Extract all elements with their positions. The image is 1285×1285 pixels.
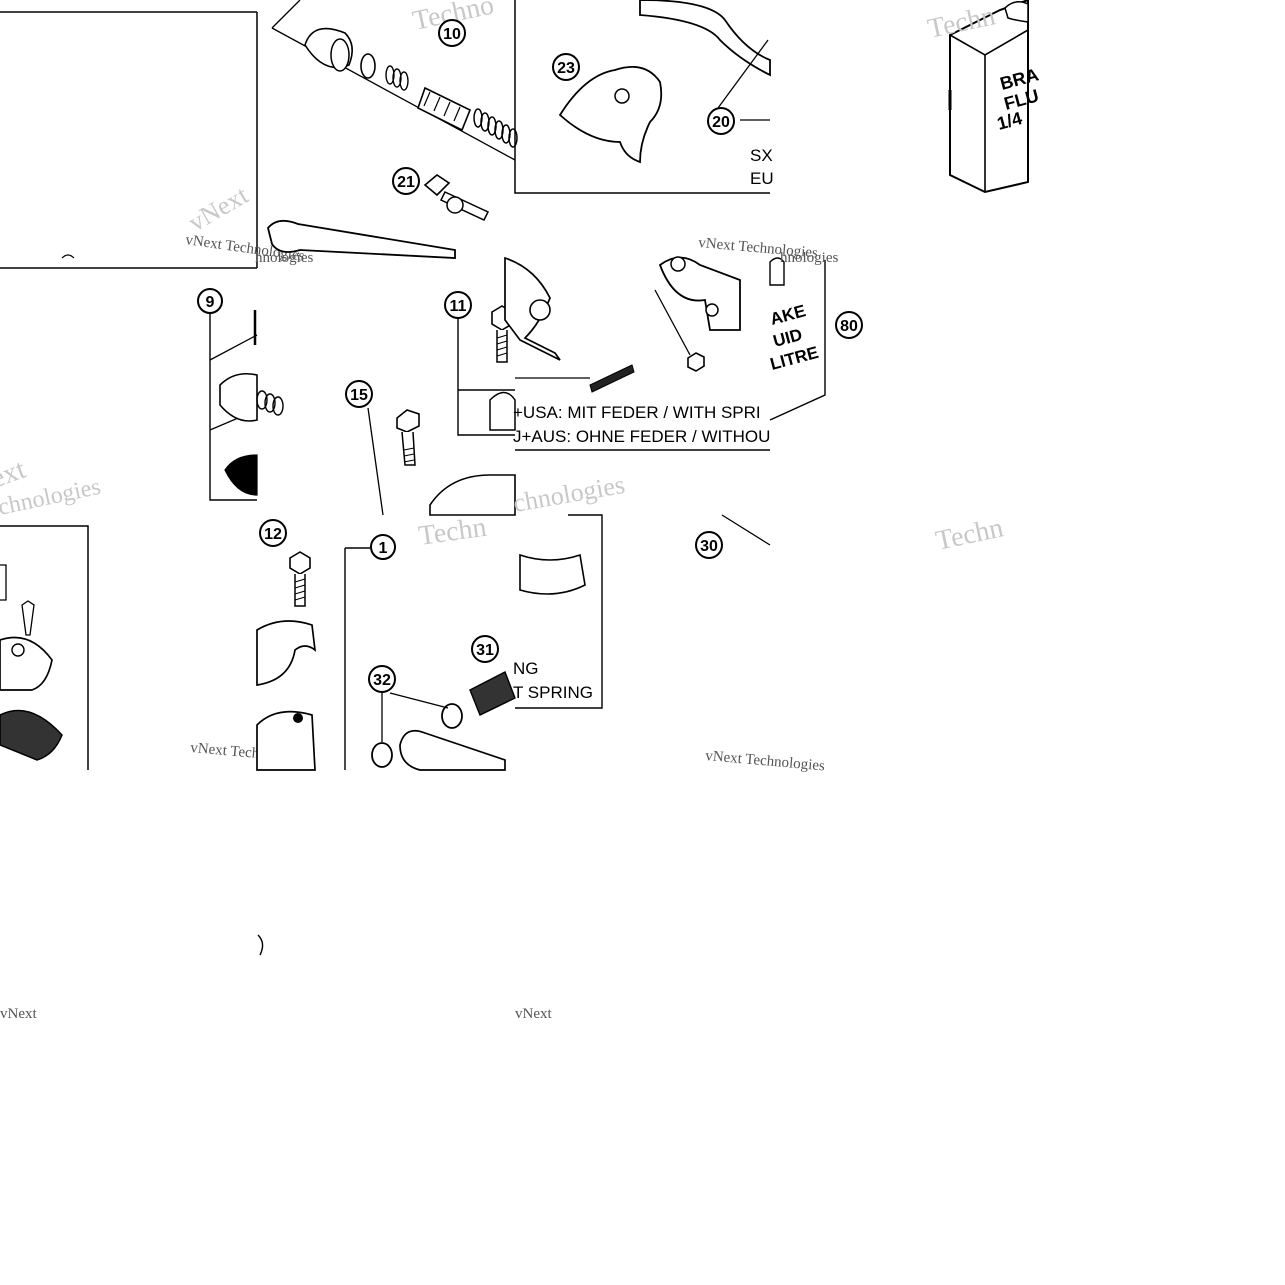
callout-31: 31 — [471, 635, 499, 663]
watermark-fragment-2: hnologies — [780, 250, 838, 266]
svg-text:23: 23 — [557, 60, 575, 77]
washer-icon — [441, 703, 463, 729]
svg-text:31: 31 — [476, 642, 494, 659]
callout-11: 11 — [444, 291, 472, 319]
svg-text:10: 10 — [443, 26, 461, 43]
note-without-spring: J+AUS: OHNE FEDER / WITHOU — [513, 427, 770, 446]
tile-fluid-can: BRA FLU 1/4 Techn — [925, 0, 1041, 194]
brake-fluid-can-icon — [949, 0, 1029, 194]
clutch-lever-icon — [639, 0, 771, 77]
tile-spring-note: +USA: MIT FEDER / WITH SPRI J+AUS: OHNE … — [513, 256, 770, 451]
svg-text:20: 20 — [712, 114, 730, 131]
tile-housing — [367, 256, 561, 516]
note-with-spring: +USA: MIT FEDER / WITH SPRI — [513, 403, 761, 422]
clamp-icon — [256, 620, 317, 686]
svg-text:15: 15 — [350, 387, 368, 404]
svg-text:80: 80 — [840, 318, 858, 335]
svg-text:32: 32 — [373, 672, 391, 689]
bolt-12-icon — [289, 551, 311, 607]
callout-32: 32 — [368, 665, 396, 693]
note-eu: EU — [750, 169, 774, 188]
diaphragm-icon — [0, 709, 63, 761]
callout-80: 80 — [835, 311, 863, 339]
callout-20: 20 — [707, 107, 735, 135]
svg-text:1: 1 — [379, 540, 388, 557]
watermark-fragment: hnologies — [255, 250, 313, 266]
callout-30: 30 — [695, 531, 723, 559]
return-spring-icon — [473, 108, 518, 148]
callout-layer: 10 23 20 21 9 11 15 80 12 1 30 31 32 — [197, 19, 863, 693]
svg-text:12: 12 — [264, 526, 282, 543]
bottom-fragments: vNext vNext — [0, 934, 552, 1022]
svg-text:21: 21 — [397, 174, 415, 191]
callout-10: 10 — [438, 19, 466, 47]
pivot-bolt-15-icon — [396, 409, 420, 466]
banjo-fitting-icon — [399, 729, 506, 771]
callout-12: 12 — [259, 519, 287, 547]
callout-21: 21 — [392, 167, 420, 195]
callout-15: 15 — [345, 380, 373, 408]
banjo-bolt-icon — [469, 671, 516, 716]
watermark-dot-2: vNext — [515, 1006, 552, 1022]
callout-1: 1 — [370, 534, 396, 560]
watermark-dot: vNext — [0, 1006, 37, 1022]
lever-guard-icon — [558, 66, 663, 164]
svg-text:9: 9 — [206, 294, 215, 311]
note-spring-1: NG — [513, 659, 539, 678]
small-spring-icon — [385, 65, 409, 91]
circlip-icon — [360, 53, 376, 79]
note-sx: SX — [750, 146, 773, 165]
tile-piston: Techno hnologies — [255, 0, 518, 266]
bolt-11-icon — [491, 305, 513, 363]
tile-clamp: Techn — [256, 512, 506, 771]
svg-text:30: 30 — [700, 538, 718, 555]
note-spring-2: T SPRING — [513, 683, 593, 702]
adjuster-screw-icon — [423, 174, 490, 221]
lever-spring-icon — [589, 364, 635, 393]
svg-text:11: 11 — [450, 298, 467, 315]
hand-lever-icon — [267, 219, 456, 259]
callout-9: 9 — [197, 288, 223, 314]
nut-icon — [687, 352, 705, 372]
washer-icon — [371, 742, 393, 768]
piston-icon — [417, 86, 472, 132]
callout-23: 23 — [552, 53, 580, 81]
